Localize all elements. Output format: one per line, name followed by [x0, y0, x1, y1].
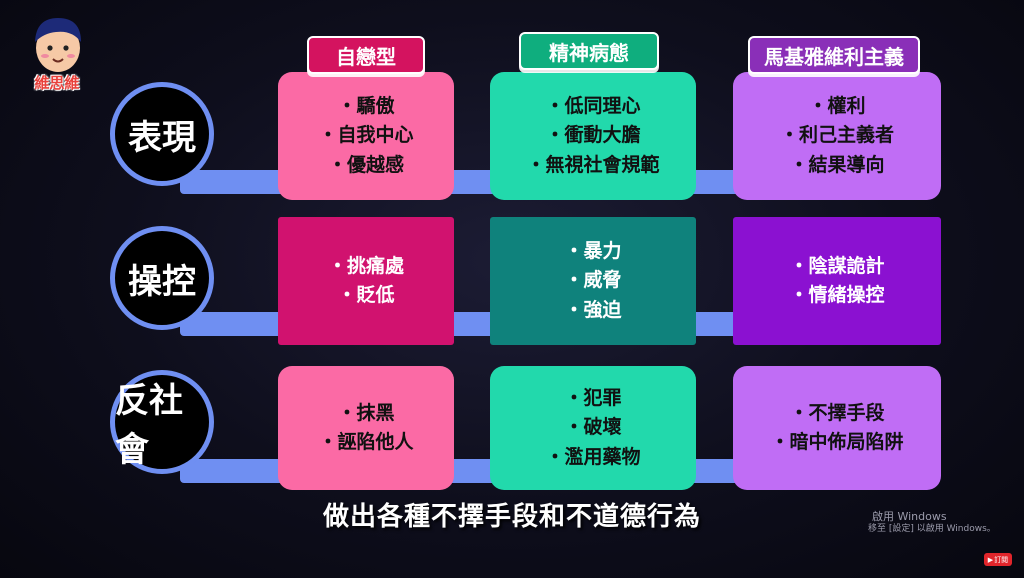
list-item: ・利己主義者	[779, 124, 894, 147]
windows-activation-title: 啟用 Windows	[872, 510, 947, 523]
brand-name: 維思維	[34, 74, 80, 92]
cell-machiavellianism-manipulation: ・陰謀詭計 ・情緒操控	[733, 217, 941, 345]
mascot-avatar	[26, 12, 90, 98]
list-item: ・貶低	[337, 284, 395, 306]
youtube-subscribe-badge[interactable]: ▶ 訂閱	[984, 553, 1012, 566]
subscribe-label: 訂閱	[994, 555, 1009, 564]
cell-machiavellianism-antisocial: ・不擇手段 ・暗中佈局陷阱	[733, 366, 941, 490]
list-item: ・驕傲	[337, 94, 395, 117]
list-item: ・暗中佈局陷阱	[770, 431, 904, 453]
list-item: ・暴力	[564, 239, 622, 262]
row-label-antisocial: 反社會	[110, 370, 214, 474]
list-item: ・低同理心	[545, 94, 641, 117]
list-item: ・自我中心	[318, 124, 414, 147]
list-item: ・破壞	[564, 416, 622, 439]
subtitle-caption: 做出各種不擇手段和不道德行為	[322, 502, 701, 532]
windows-activation-hint: 移至 [設定] 以啟用 Windows。	[868, 524, 996, 534]
cell-narcissism-expression: ・驕傲 ・自我中心 ・優越感	[278, 72, 454, 200]
cell-psychopathy-antisocial: ・犯罪 ・破壞 ・濫用藥物	[490, 366, 696, 490]
list-item: ・權利	[808, 94, 866, 117]
list-item: ・優越感	[327, 153, 404, 176]
list-item: ・情緒操控	[789, 284, 885, 306]
list-item: ・結果導向	[789, 153, 885, 176]
cell-psychopathy-expression: ・低同理心 ・衝動大膽 ・無視社會規範	[490, 72, 696, 200]
list-item: ・挑痛處	[327, 254, 404, 277]
list-item: ・陰謀詭計	[789, 254, 885, 277]
row-label-expression: 表現	[110, 82, 214, 186]
header-psychopathy: 精神病態	[519, 32, 659, 70]
list-item: ・威脅	[564, 269, 622, 292]
cell-narcissism-manipulation: ・挑痛處 ・貶低	[278, 217, 454, 345]
list-item: ・強迫	[564, 298, 622, 321]
list-item: ・濫用藥物	[545, 445, 641, 468]
list-item: ・衝動大膽	[545, 124, 641, 147]
list-item: ・犯罪	[564, 386, 622, 409]
list-item: ・抹黑	[337, 401, 395, 424]
play-icon: ▶	[987, 555, 994, 564]
cell-narcissism-antisocial: ・抹黑 ・誣陷他人	[278, 366, 454, 490]
header-machiavellianism: 馬基雅維利主義	[748, 36, 920, 74]
list-item: ・誣陷他人	[318, 431, 414, 453]
row-label-manipulation: 操控	[110, 226, 214, 330]
cell-psychopathy-manipulation: ・暴力 ・威脅 ・強迫	[490, 217, 696, 345]
list-item: ・不擇手段	[789, 401, 885, 424]
cell-machiavellianism-expression: ・權利 ・利己主義者 ・結果導向	[733, 72, 941, 200]
list-item: ・無視社會規範	[526, 153, 660, 176]
header-narcissism: 自戀型	[307, 36, 425, 74]
